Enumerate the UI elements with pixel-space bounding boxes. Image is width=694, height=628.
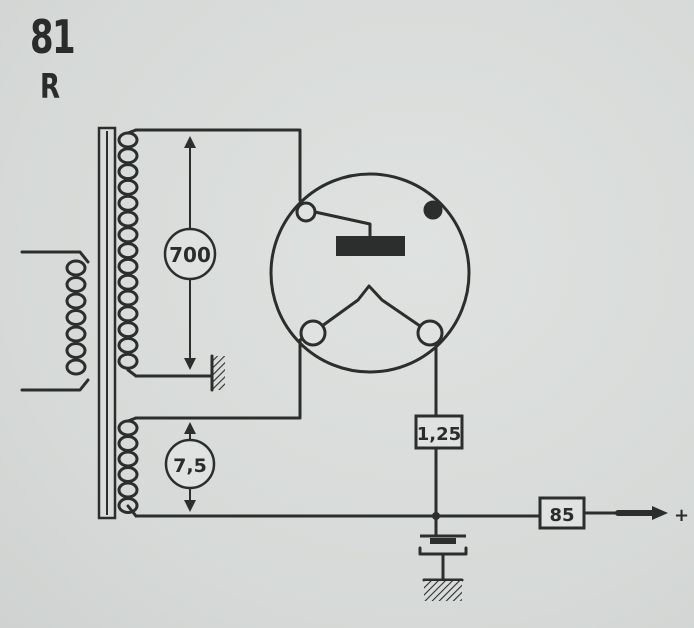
- heater-coil-loop: [117, 481, 139, 499]
- rectifier-tube: [269, 172, 471, 374]
- filament-pin-right: [416, 319, 444, 347]
- hv-coil-loop: [117, 163, 139, 181]
- primary-coil-loop: [65, 325, 87, 343]
- tube-envelope: [269, 172, 471, 374]
- output-resistor: 85: [538, 496, 668, 530]
- heater-coil-loop: [117, 419, 139, 437]
- output-resistor-label: 85: [549, 505, 574, 526]
- heater-coil-loop: [117, 435, 139, 452]
- tube-filament: [320, 284, 422, 328]
- primary-coil-loop: [65, 309, 87, 326]
- hv-coil-loop: [117, 226, 139, 244]
- hv-voltage-badge: [163, 227, 217, 281]
- heater-coil-loop: [117, 466, 139, 483]
- transformer-core: [97, 126, 117, 520]
- heater-voltage-badge: [164, 438, 216, 490]
- hv-coil-loop: [117, 131, 139, 149]
- chassis-ground-output: [424, 581, 462, 601]
- primary-coil-loop: [65, 292, 87, 310]
- primary-coil-loop: [65, 342, 87, 359]
- hv-coil-loop: [117, 352, 139, 370]
- hv-coil-loop: [117, 321, 139, 339]
- hv-coil-loop: [117, 305, 139, 323]
- heater-coil-loop: [117, 497, 139, 514]
- hv-coil-loop: [117, 242, 139, 260]
- tube-anode-plate: [336, 236, 405, 256]
- primary-winding: [20, 250, 90, 392]
- hv-coil-loop: [117, 210, 139, 228]
- heater-coil-loop: [117, 450, 139, 468]
- filament-pin-left: [299, 319, 327, 347]
- filter-capacitor: [418, 534, 468, 601]
- sheet-number: 81: [30, 10, 76, 64]
- filament-resistor-label: 1,25: [417, 424, 461, 445]
- hv-voltage-indicator: 700: [163, 136, 217, 370]
- filament-resistor: 1,25: [414, 342, 464, 538]
- hv-coil-loop: [117, 257, 139, 275]
- hv-coil-loop: [117, 336, 139, 354]
- heater-voltage-indicator: 7,5: [164, 422, 216, 512]
- hv-coil-loop: [117, 273, 139, 291]
- hv-coil-loop: [117, 178, 139, 196]
- primary-coil-loop: [65, 358, 87, 376]
- hv-coil-loop: [117, 289, 139, 307]
- output-terminal-label: +: [674, 505, 689, 526]
- output-arrow-icon: [652, 506, 668, 520]
- sheet-letter: R: [40, 67, 61, 107]
- heater-voltage-label: 7,5: [173, 455, 207, 477]
- chassis-ground-hv: [212, 356, 225, 390]
- primary-coil-loop: [65, 259, 87, 277]
- hv-coil-loop: [117, 147, 139, 165]
- unused-pin: [423, 200, 443, 220]
- anode-pin: [295, 201, 317, 223]
- hv-voltage-label: 700: [169, 243, 211, 267]
- hv-coil-loop: [117, 194, 139, 212]
- primary-coil-loop: [65, 276, 87, 293]
